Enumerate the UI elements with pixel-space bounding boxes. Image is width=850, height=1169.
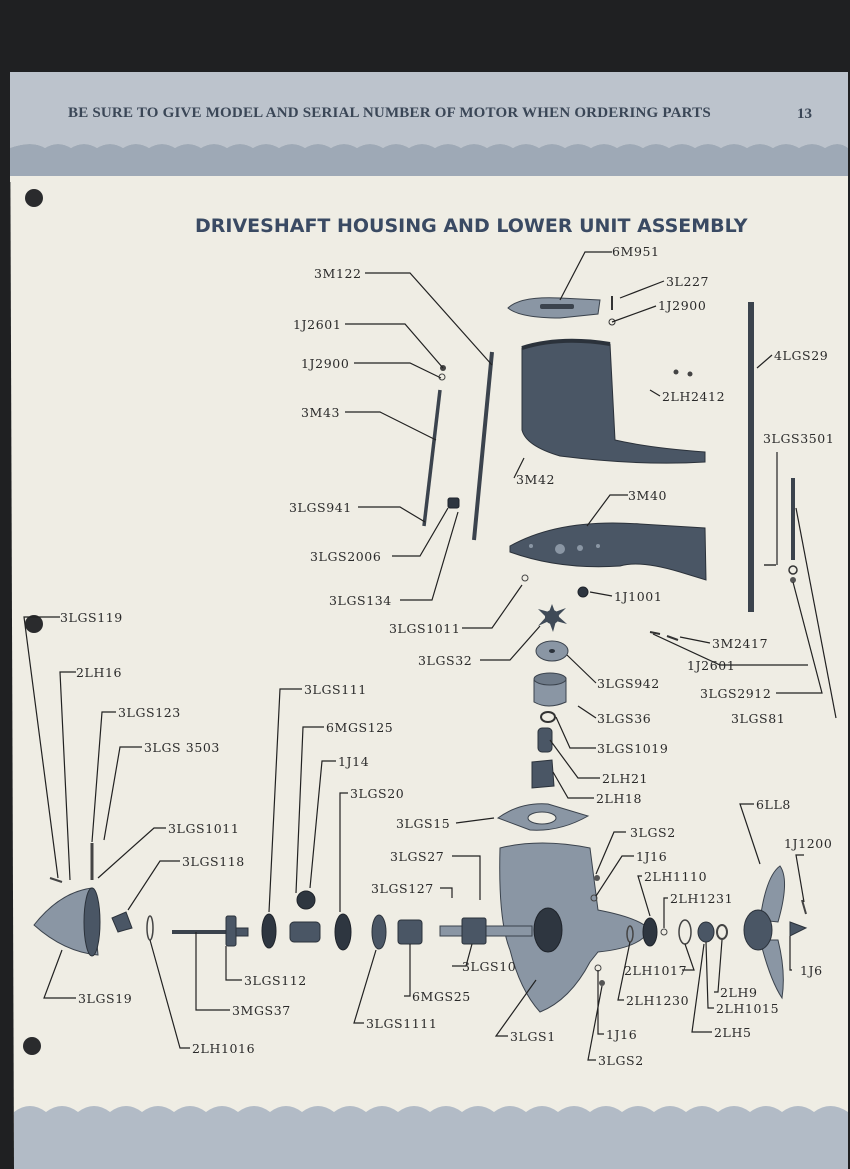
punch-hole	[25, 615, 43, 633]
part-label: 2LH16	[76, 665, 122, 680]
gearcase	[499, 842, 651, 1013]
header-band-lower	[10, 144, 848, 176]
part-label: 2LH5	[714, 1025, 752, 1040]
part-label: 3LGS134	[329, 593, 392, 608]
part-label: 6MGS25	[412, 989, 471, 1004]
part-label: 6LL8	[756, 797, 791, 812]
part-label: 3M122	[314, 266, 362, 281]
part-label: 3LGS112	[244, 973, 307, 988]
part-label: 3LGS81	[731, 711, 785, 726]
part-label: 3LGS118	[182, 854, 245, 869]
paper-sheet	[10, 72, 848, 1169]
part-label: 1J2601	[293, 317, 341, 332]
part-label: 2LH1016	[192, 1041, 255, 1056]
part-label: 3LGS123	[118, 705, 181, 720]
part-label: 3LGS15	[396, 816, 450, 831]
part-label: 3LGS1111	[366, 1016, 437, 1031]
part-label: 3M42	[516, 472, 555, 487]
part-label: 2LH2412	[662, 389, 725, 404]
part-label: 3M2417	[712, 636, 768, 651]
part-label: 3LGS19	[78, 991, 132, 1006]
header-notice: BE SURE TO GIVE MODEL AND SERIAL NUMBER …	[68, 105, 711, 121]
footer-band	[14, 1106, 848, 1169]
leader-lines	[23, 251, 837, 1061]
header-band	[10, 72, 848, 148]
part-label: 3LGS941	[289, 500, 352, 515]
part-label: 1J6	[800, 963, 823, 978]
part-label: 4LGS29	[774, 348, 828, 363]
part-label: 2LH18	[596, 791, 642, 806]
part-label: 3M43	[301, 405, 340, 420]
part-label: 3LGS36	[597, 711, 651, 726]
part-label: 2LH1017	[624, 963, 687, 978]
part-label: 3LGS1011	[168, 821, 239, 836]
part-label: 2LH1015	[716, 1001, 779, 1016]
part-label: 1J2900	[658, 298, 706, 313]
part-label: 1J16	[606, 1027, 637, 1042]
part-label: 3MGS37	[232, 1003, 291, 1018]
housing-plate	[509, 522, 707, 581]
part-label: 2LH1230	[626, 993, 689, 1008]
part-label: 2LH9	[720, 985, 758, 1000]
part-label: 3LGS2	[630, 825, 676, 840]
part-label: 3LGS 3503	[144, 740, 220, 755]
part-label: 1J14	[338, 754, 369, 769]
part-label: 1J1001	[614, 589, 662, 604]
part-label: 3L227	[666, 274, 709, 289]
punch-hole	[25, 189, 43, 207]
punch-hole	[23, 1037, 41, 1055]
part-label: 6M951	[612, 244, 660, 259]
water-pump-impeller	[538, 604, 567, 632]
part-label: 3LGS119	[60, 610, 123, 625]
part-label: 3LGS20	[350, 786, 404, 801]
part-label: 3M40	[628, 488, 667, 503]
part-label: 1J1200	[784, 836, 832, 851]
part-label: 3LGS111	[304, 682, 367, 697]
part-label: 3LGS3501	[763, 431, 834, 446]
part-label: 1J16	[636, 849, 667, 864]
page-number: 13	[797, 106, 812, 122]
part-label: 3LGS1	[510, 1029, 556, 1044]
part-label: 2LH21	[602, 771, 648, 786]
propeller	[743, 865, 785, 1000]
part-label: 3LGS2912	[700, 686, 771, 701]
page-title: DRIVESHAFT HOUSING AND LOWER UNIT ASSEMB…	[195, 215, 748, 237]
part-label: 3LGS1011	[389, 621, 460, 636]
part-label: 1J2601	[687, 658, 735, 673]
part-label: 3LGS27	[390, 849, 444, 864]
part-label: 3LGS127	[371, 881, 434, 896]
part-label: 3LGS32	[418, 653, 472, 668]
part-label: 6MGS125	[326, 720, 393, 735]
part-label: 3LGS2006	[310, 549, 381, 564]
part-labels: 6M951 3M122 3L227 1J2900 1J2601 4LGS29 1…	[60, 244, 834, 1068]
part-label: 2LH1110	[644, 869, 707, 884]
part-label: 1J2900	[301, 356, 349, 371]
part-label: 3LGS1019	[597, 741, 668, 756]
part-label: 3LGS942	[597, 676, 660, 691]
part-label: 2LH1231	[670, 891, 733, 906]
part-label: 3LGS10	[462, 959, 516, 974]
part-label: 3LGS2	[598, 1053, 644, 1068]
